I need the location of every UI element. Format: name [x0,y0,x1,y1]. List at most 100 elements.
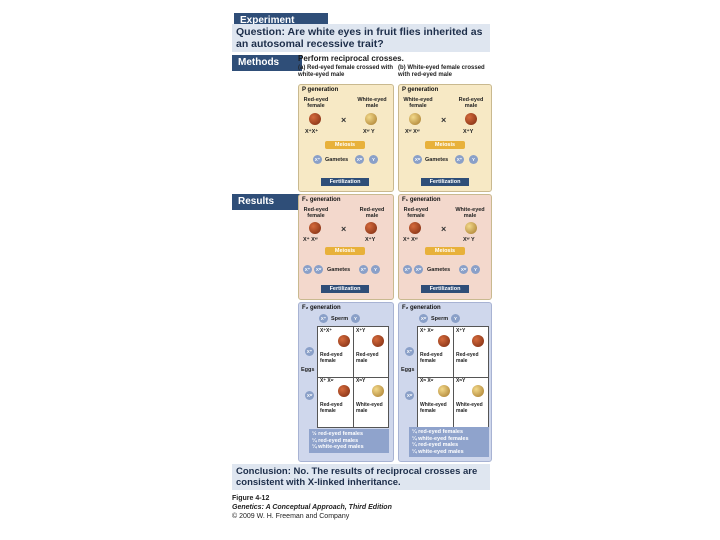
ratio-line: ¼ white-eyed males [312,444,364,450]
figure-number: Figure 4-12 [232,495,270,502]
fly-red-icon [438,335,450,347]
gamete-icon: Y [369,155,378,164]
gamete-icon: Xʷ [414,265,423,274]
p-b-left-label: White-eyed female [403,97,433,109]
gametes-label: Gametes [425,157,449,163]
fertilization-bar-p-b: Fertilization [421,178,469,186]
conclusion-body: No. The results of reciprocal crosses ar… [236,466,478,488]
question-bar: Question: Are white eyes in fruit flies … [232,24,490,52]
gamete-icon: Y [469,155,478,164]
sperm-icon: X⁺ [319,314,328,323]
fly-red-female-icon [409,222,421,234]
fly-white-male-icon [365,113,377,125]
question-body: Are white eyes in fruit flies inherited … [236,26,483,50]
eggs-label: Eggs [401,367,415,373]
p-title-b: P generation [402,87,439,93]
f1-a-left-label: Red-eyed female [303,207,329,219]
meiosis-pill-p-b: Meiosis [425,141,465,149]
cross-icon: × [441,115,447,125]
cell-label: White-eyed male [356,402,383,414]
punnett-square-b: X⁺ Xʷ Red-eyed female X⁺Y Red-eyed male … [417,326,489,428]
cell-label: Red-eyed female [320,352,343,364]
fly-white-male-icon [465,222,477,234]
gametes-label: Gametes [325,157,349,163]
f1-b-right-geno: Xʷ Y [463,237,475,243]
gamete-icon: X⁺ [359,265,368,274]
f2-generation-panel-b: F₂ generation Xʷ Sperm Y X⁺ Eggs Xʷ X⁺ X… [398,302,492,462]
punnett-square-a: X⁺X⁺ Red-eyed female X⁺Y Red-eyed male X… [317,326,389,428]
book-title: Genetics: A Conceptual Approach, Third E… [232,504,392,511]
p-a-left-geno: X⁺X⁺ [305,129,319,135]
gamete-icon: X⁺ [303,265,312,274]
gametes-label: Gametes [327,267,351,273]
fly-red-female-icon [309,113,321,125]
f1-a-right-label: Red-eyed male [359,207,385,219]
cell-geno: X⁺Y [356,328,366,334]
fly-red-female-icon [309,222,321,234]
cell-geno: X⁺ Xʷ [420,328,434,334]
cell-geno: X⁺Y [456,328,466,334]
fly-white-icon [438,385,450,397]
question-label: Question: [236,26,285,38]
ratio-line: ¼ red-eyed females [412,429,464,435]
egg-icon: Xʷ [405,391,414,400]
meiosis-pill-f1-b: Meiosis [425,247,465,255]
gametes-label: Gametes [427,267,451,273]
cell-label: White-eyed male [456,402,483,414]
cell-geno: X⁺X⁺ [320,328,332,334]
gamete-icon: Xʷ [314,265,323,274]
figure-caption: Figure 4-12 Genetics: A Conceptual Appro… [232,494,492,521]
cross-icon: × [341,224,347,234]
f1-generation-panel-a: F₁ generation Red-eyed female Red-eyed m… [298,194,394,300]
f1-generation-panel-b: F₁ generation Red-eyed female White-eyed… [398,194,492,300]
meiosis-pill-p-a: Meiosis [325,141,365,149]
fly-red-icon [338,385,350,397]
gamete-icon: X⁺ [455,155,464,164]
f1-a-left-geno: X⁺ Xʷ [303,237,318,243]
gamete-icon: Y [371,265,380,274]
ratio-line: ¼ red-eyed males [312,437,359,444]
cell-geno: XʷY [456,378,466,384]
cell-label: White-eyed female [420,402,447,414]
fly-white-icon [472,385,484,397]
cell-label: Red-eyed male [456,352,479,364]
f2-generation-panel-a: F₂ generation X⁺ Sperm Y X⁺ Eggs Xʷ X⁺X⁺… [298,302,394,462]
eggs-label: Eggs [301,367,315,373]
sperm-icon: Y [451,314,460,323]
gamete-icon: X⁺ [403,265,412,274]
f1-title-b: F₁ generation [402,197,441,203]
f1-b-left-label: Red-eyed female [403,207,429,219]
meiosis-pill-f1-a: Meiosis [325,247,365,255]
sperm-label: Sperm [331,316,349,322]
grid-divider [418,377,488,378]
cell-geno: XʷY [356,378,366,384]
gamete-icon: Y [471,265,480,274]
ratio-line: ½ red-eyed females [312,431,364,437]
fly-red-male-icon [365,222,377,234]
conclusion-text: Conclusion: No. The results of reciproca… [232,464,490,490]
p-a-left-label: Red-eyed female [303,97,329,109]
cross-icon: × [441,224,447,234]
f1-a-right-geno: X⁺Y [365,237,376,243]
grid-divider [318,377,388,378]
gamete-icon: Xʷ [413,155,422,164]
fertilization-bar-p-a: Fertilization [321,178,369,186]
p-b-right-geno: X⁺Y [463,129,474,135]
fertilization-bar-f1-b: Fertilization [421,285,469,293]
fly-red-male-icon [465,113,477,125]
ratio-line: ¼ white-eyed females [412,435,469,442]
question-text: Question: Are white eyes in fruit flies … [232,24,490,52]
conclusion-label: Conclusion: [236,466,291,477]
gamete-icon: X⁺ [313,155,322,164]
fly-white-icon [372,385,384,397]
gamete-icon: Xʷ [355,155,364,164]
ratio-line: ¼ white-eyed males [412,448,464,455]
cell-label: Red-eyed female [320,402,343,414]
f1-b-left-geno: X⁺ Xʷ [403,237,418,243]
cross-a-caption: (a) Red-eyed female crossed with white-e… [298,65,394,78]
f1-b-right-label: White-eyed male [455,207,485,219]
fertilization-bar-f1-a: Fertilization [321,285,369,293]
f2-title-b: F₂ generation [402,305,441,311]
sperm-icon: Y [351,314,360,323]
fly-red-icon [372,335,384,347]
